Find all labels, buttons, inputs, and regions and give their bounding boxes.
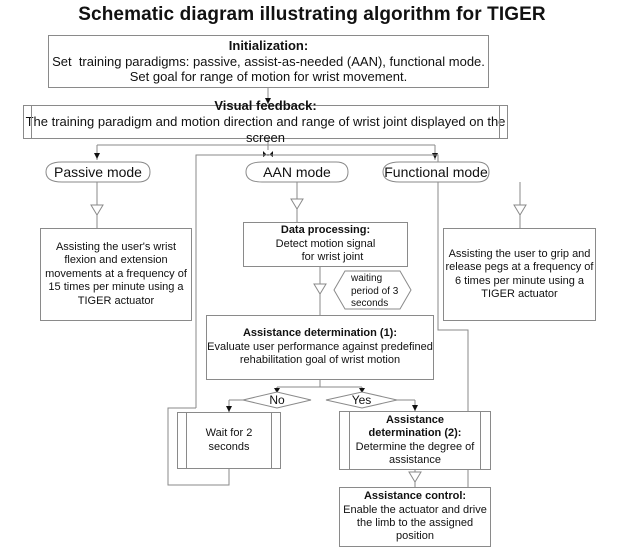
- assistance-control-heading: Assistance control:: [363, 490, 467, 503]
- assistance-determination-1-line-1: Evaluate user performance against predef…: [207, 340, 433, 353]
- process-bar-right: [480, 412, 481, 469]
- assistance-determination-2-line-2: assistance: [389, 453, 441, 466]
- assistance-determination-2-line-1: Determine the degree of: [355, 440, 475, 453]
- process-bar-left: [349, 412, 350, 469]
- functional-action-line: Assisting the user to grip and: [448, 247, 591, 260]
- decision-yes-label: Yes: [351, 393, 372, 407]
- wait-box: Wait for 2 seconds: [177, 412, 281, 469]
- decision-no-diamond: [242, 391, 312, 409]
- flow-triangle-functional: [513, 204, 527, 216]
- arrowhead-functional: [432, 153, 438, 159]
- functional-action-line: 6 times per minute using a: [454, 274, 584, 287]
- assistance-control-box: Assistance control: Enable the actuator …: [339, 487, 491, 547]
- passive-action-box: Assisting the user's wrist flexion and e…: [40, 228, 192, 321]
- aan-mode: AAN mode: [263, 164, 331, 180]
- process-bar-right: [499, 106, 500, 138]
- functional-action-box: Assisting the user to grip and release p…: [443, 228, 596, 321]
- assistance-determination-2-heading-2: determination (2):: [368, 427, 462, 440]
- wait-loop: [167, 407, 230, 486]
- initialization-box: Initialization: Set training paradigms: …: [48, 35, 489, 88]
- passive-action-line: TIGER actuator: [77, 294, 155, 307]
- assistance-determination-1-line-2: rehabilitation goal of wrist motion: [239, 354, 401, 367]
- process-bar-left: [31, 106, 32, 138]
- wait-line-1: Wait for 2: [205, 427, 253, 440]
- passive-action-line: 15 times per minute using a: [48, 281, 184, 294]
- passive-action-line: movements at a frequency of: [45, 267, 187, 280]
- arrowhead-feedback: [265, 98, 271, 104]
- visual-feedback-box: Visual feedback: The training paradigm a…: [23, 98, 508, 145]
- assistance-determination-1-heading: Assistance determination (1):: [242, 327, 398, 340]
- functional-action-line: TIGER actuator: [481, 287, 558, 300]
- wait-line-2: seconds: [208, 440, 250, 453]
- diagram-title: Schematic diagram illustrating algorithm…: [78, 4, 546, 25]
- data-processing-line-2: for wrist joint: [301, 251, 364, 264]
- decision-no-label: No: [269, 393, 285, 407]
- functional-action-line: release pegs at a frequency of: [445, 261, 594, 274]
- flow-triangle-passive: [90, 204, 104, 216]
- flow-triangle-data: [313, 283, 327, 295]
- visual-feedback-line: The training paradigm and motion directi…: [25, 114, 506, 145]
- data-processing-box: Data processing: Detect motion signal fo…: [243, 222, 408, 267]
- passive-mode: Passive mode: [54, 164, 142, 180]
- initialization-line-1: Set training paradigms: passive, assist-…: [52, 53, 485, 69]
- process-bar-left: [186, 413, 187, 468]
- visual-feedback-heading: Visual feedback:: [214, 98, 317, 114]
- assistance-determination-2-box: Assistance determination (2): Determine …: [339, 411, 491, 470]
- initialization-heading: Initialization:: [228, 37, 309, 53]
- flow-triangle-aan: [290, 198, 304, 210]
- waiting-line: seconds: [351, 298, 389, 309]
- passive-action-line: Assisting the user's wrist: [55, 240, 177, 253]
- assistance-control-line-2: the limb to the assigned: [356, 517, 474, 529]
- arrowhead-passive: [94, 153, 100, 159]
- waiting-line: period of 3: [351, 285, 399, 297]
- initialization-line-2: Set goal for range of motion for wrist m…: [129, 69, 408, 85]
- data-processing-line-1: Detect motion signal: [275, 237, 376, 250]
- assistance-control-line-3: position: [396, 530, 434, 543]
- waiting-hexagon: [333, 270, 412, 310]
- waiting-label: waiting period of 3 seconds: [351, 273, 411, 311]
- passive-action-line: flexion and extension: [64, 254, 168, 267]
- assistance-determination-1-box: Assistance determination (1): Evaluate u…: [206, 315, 434, 380]
- data-processing-heading: Data processing:: [280, 224, 371, 237]
- functional-mode: Functional mode: [384, 164, 488, 180]
- assistance-determination-2-heading-1: Assistance: [385, 413, 445, 426]
- process-bar-right: [271, 413, 272, 468]
- assistance-control-line-1: Enable the actuator and drive: [343, 503, 487, 516]
- flow-triangle-det2: [408, 471, 422, 483]
- arrowhead-aan-merge: [263, 151, 273, 157]
- waiting-line: waiting: [351, 273, 383, 284]
